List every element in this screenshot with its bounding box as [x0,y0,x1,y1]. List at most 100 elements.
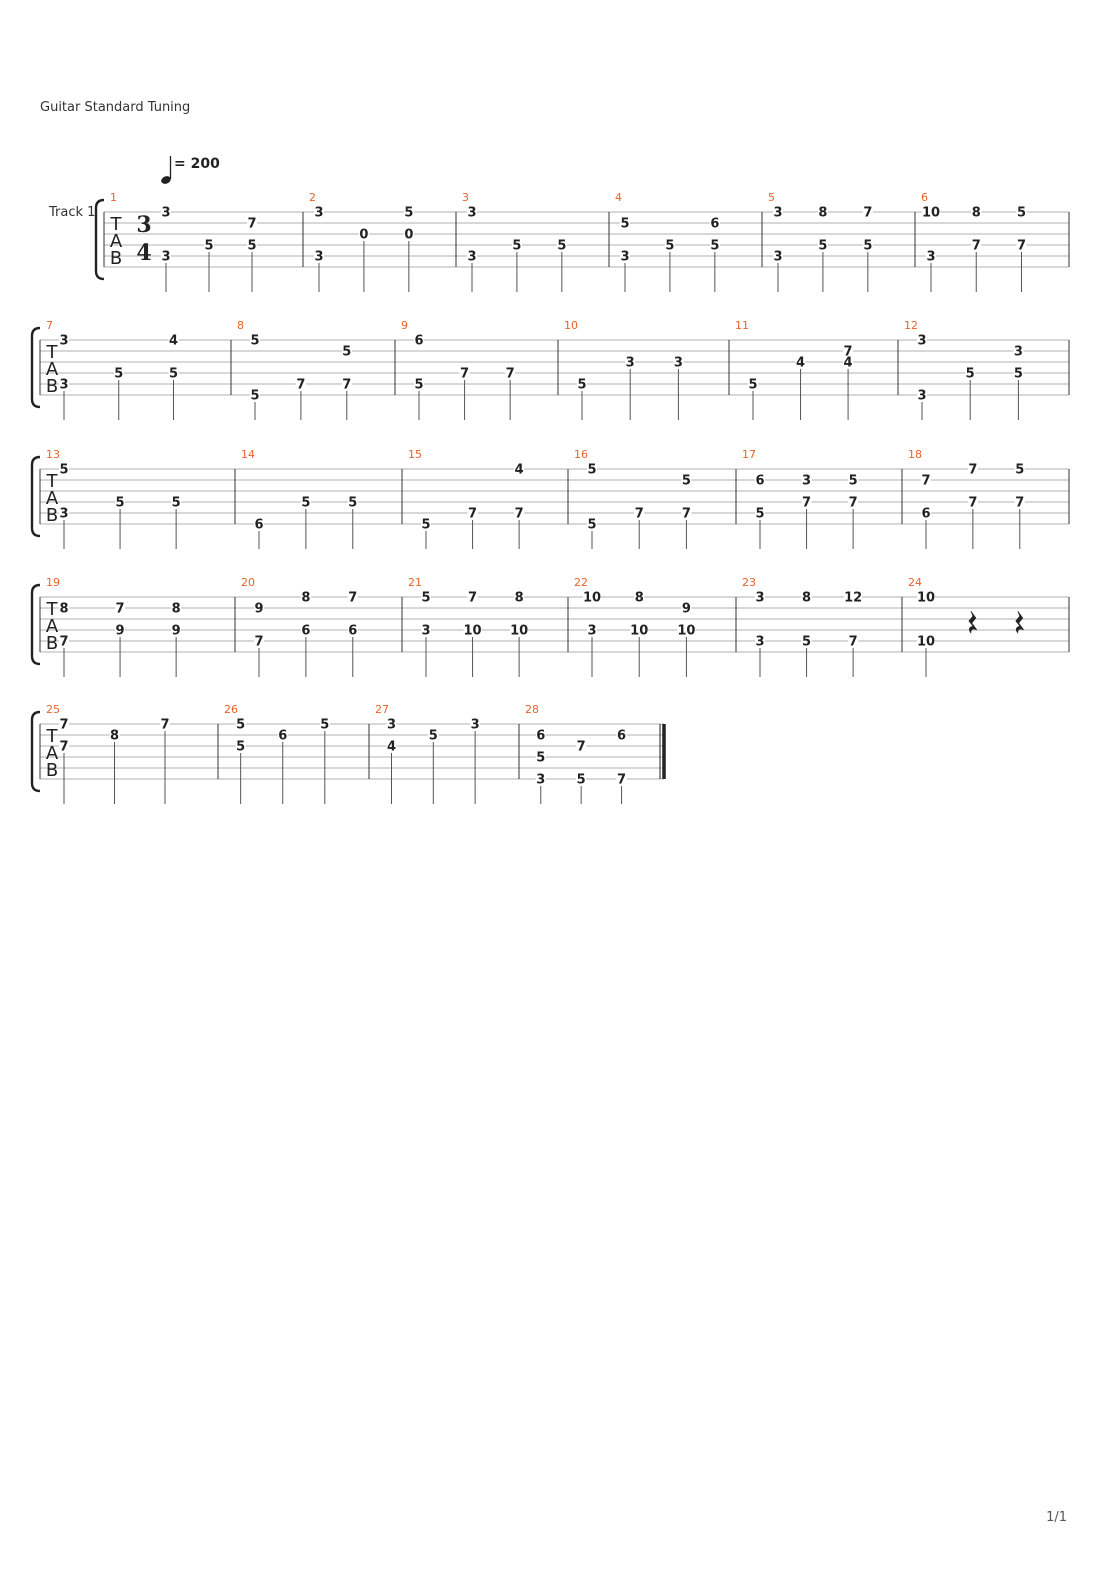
tab-clef-letter: T [46,471,59,492]
fret-backdrop [386,718,397,730]
fret-number: 5 [421,518,430,533]
fret-backdrop [59,635,69,647]
fret-number: 5 [204,239,213,254]
fret-number: 5 [710,239,719,254]
fret-backdrop [801,591,812,603]
fret-number: 6 [617,729,626,744]
fret-backdrop [161,206,171,218]
fret-number: 5 [247,239,256,254]
fret-backdrop [620,250,630,262]
fret-backdrop [917,389,927,401]
fret-number: 7 [617,773,626,788]
fret-number: 7 [254,635,263,650]
fret-number: 6 [755,474,764,489]
fret-number: 6 [414,334,423,349]
fret-backdrop [681,474,692,486]
measure-number: 20 [241,576,255,589]
fret-number: 9 [116,624,125,639]
fret-number: 5 [414,378,423,393]
fret-backdrop [587,518,597,530]
fret-backdrop [347,496,358,508]
fret-backdrop [314,250,324,262]
fret-backdrop [300,591,311,603]
fret-number: 5 [250,389,259,404]
fret-backdrop [535,773,546,785]
fret-backdrop [616,773,627,785]
fret-backdrop [625,356,636,368]
fret-number: 7 [460,367,469,382]
fret-number: 0 [359,228,368,243]
fret-backdrop [535,729,546,741]
fret-number: 7 [59,740,68,755]
fret-number: 7 [682,507,691,522]
fret-number: 4 [169,334,178,349]
tab-clef-letter: B [46,760,58,781]
tab-clef-letter: A [46,359,59,380]
fret-backdrop [817,206,828,218]
fret-backdrop [926,250,936,262]
fret-number: 5 [404,206,413,221]
measure-number: 10 [564,319,578,332]
fret-backdrop [576,773,587,785]
fret-number: 3 [59,334,68,349]
fret-number: 5 [849,474,858,489]
fret-backdrop [113,367,124,379]
measure-number: 2 [309,191,316,204]
fret-number: 3 [917,389,926,404]
measure-number: 1 [110,191,117,204]
fret-number: 5 [236,718,245,733]
measure-number: 18 [908,448,922,461]
fret-backdrop [510,624,529,636]
time-signature-bottom: 4 [136,240,151,266]
fret-number: 7 [506,367,515,382]
fret-backdrop [421,591,431,603]
fret-number: 9 [254,602,263,617]
fret-backdrop [709,217,720,229]
fret-number: 3 [161,206,170,221]
fret-number: 7 [468,507,477,522]
fret-number: 4 [515,463,524,478]
fret-backdrop [848,496,859,508]
fret-backdrop [681,602,692,614]
fret-number: 3 [467,250,476,265]
fret-number: 10 [677,624,695,639]
fret-backdrop [161,250,171,262]
fret-number: 5 [665,239,674,254]
fret-backdrop [755,507,765,519]
fret-backdrop [511,239,522,251]
fret-number: 5 [748,378,757,393]
fret-number: 7 [863,206,872,221]
fret-backdrop [1013,345,1024,357]
fret-backdrop [168,367,179,379]
tab-clef-letter: B [46,633,58,654]
fret-backdrop [677,624,696,636]
fret-backdrop [109,729,120,741]
fret-number: 5 [577,773,586,788]
fret-backdrop [1014,496,1025,508]
page-number: 1/1 [1046,1510,1067,1525]
measure-number: 28 [525,703,539,716]
fret-number: 5 [818,239,827,254]
fret-backdrop [459,367,470,379]
fret-backdrop [801,474,812,486]
fret-number: 5 [301,496,310,511]
fret-backdrop [755,635,765,647]
fret-number: 5 [587,518,596,533]
fret-number: 5 [966,367,975,382]
tab-clef-letter: T [46,599,59,620]
fret-backdrop [1014,463,1025,475]
fret-backdrop [922,206,940,218]
fret-number: 8 [515,591,524,606]
fret-backdrop [300,624,311,636]
fret-backdrop [467,206,477,218]
fret-backdrop [171,624,182,636]
fret-number: 7 [972,239,981,254]
fret-backdrop [577,378,587,390]
fret-backdrop [505,367,516,379]
fret-number: 7 [59,635,68,650]
fret-number: 3 [59,507,68,522]
tab-clef-letter: B [46,505,58,526]
fret-backdrop [773,250,783,262]
fret-backdrop [235,740,246,752]
